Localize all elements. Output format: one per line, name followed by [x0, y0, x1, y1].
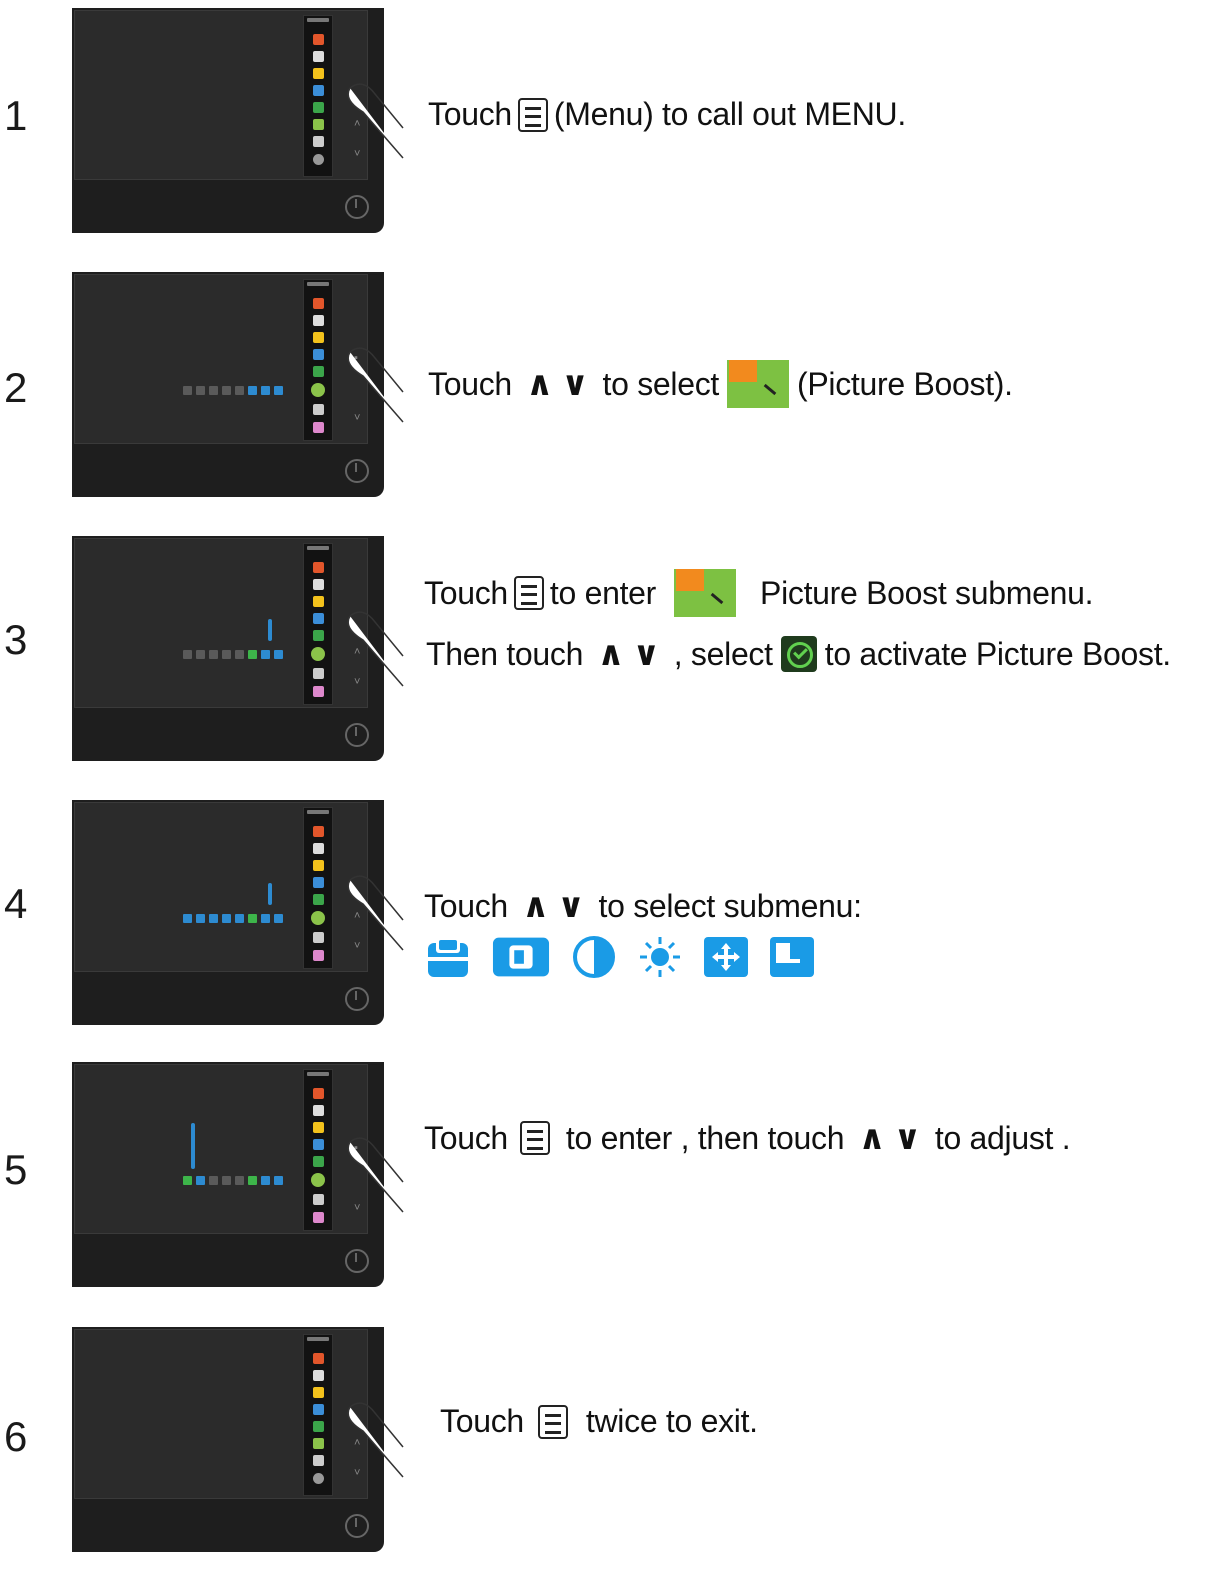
- down-arrow-key: ˅: [354, 148, 361, 160]
- step-number: 4: [4, 880, 28, 927]
- osd-menu-icons: [303, 543, 333, 705]
- step-number: 1: [4, 92, 28, 139]
- finger-touch-icon: [347, 1402, 404, 1478]
- power-button-icon: [345, 723, 369, 747]
- check-icon: [780, 636, 817, 672]
- up-arrow-icon: ∧: [525, 364, 554, 404]
- submenu-icon-row: [426, 935, 814, 979]
- menu-icon: [519, 1121, 550, 1155]
- down-arrow-icon: ∨: [557, 886, 585, 926]
- up-arrow-icon: ∧: [521, 886, 550, 926]
- monitor-illustration: ˄ ˅: [72, 800, 384, 1025]
- step-number: 2: [4, 364, 28, 411]
- power-button-icon: [345, 1249, 369, 1273]
- picture-boost-submenu-bar: [183, 650, 283, 659]
- picture-boost-icon: [674, 569, 737, 617]
- osd-menu-icons: [303, 279, 333, 441]
- frame-size-icon: [428, 937, 468, 977]
- h-position-icon: [492, 937, 550, 977]
- monitor-illustration: ˄ ˅: [72, 536, 384, 761]
- monitor-illustration: ▪ ˅: [72, 1062, 384, 1287]
- picture-boost-submenu-bar: [183, 386, 283, 395]
- picture-boost-submenu-bar: [183, 914, 283, 923]
- monitor-illustration: ˄ ˅: [72, 1327, 384, 1552]
- monitor-illustration: ▪ ˅: [72, 272, 384, 497]
- contrast-icon: [573, 936, 615, 978]
- brightness-icon: [640, 937, 680, 977]
- down-arrow-icon: ∨: [893, 1118, 922, 1158]
- finger-touch-icon: [347, 875, 404, 951]
- finger-touch-icon: [347, 347, 404, 423]
- step-3: 3 ˄ ˅ Touch to: [0, 536, 1216, 786]
- power-button-icon: [345, 987, 369, 1011]
- step-2: 2 ▪ ˅ Touch ∧ ∨: [0, 272, 1216, 522]
- step-number: 3: [4, 616, 28, 663]
- menu-icon: [517, 97, 548, 132]
- osd-menu-icons: [303, 1069, 333, 1231]
- move-icon: [704, 937, 748, 977]
- menu-icon: [537, 1404, 568, 1439]
- power-button-icon: [345, 1514, 369, 1538]
- step-5: 5 ▪ ˅ Touch to: [0, 1062, 1216, 1312]
- down-arrow-icon: ∨: [561, 364, 589, 404]
- osd-menu-icons: [303, 1334, 333, 1496]
- step-4: 4 ˄ ˅ Touch ∧: [0, 800, 1216, 1050]
- picture-boost-submenu-bar: [183, 1176, 283, 1185]
- finger-touch-icon: [347, 611, 404, 687]
- step-number: 5: [4, 1146, 28, 1193]
- menu-icon: [513, 576, 544, 610]
- picture-boost-icon: [727, 360, 790, 408]
- osd-menu-icons: [303, 15, 333, 177]
- finger-touch-icon: [347, 1137, 404, 1213]
- finger-touch-icon: [347, 83, 404, 159]
- up-arrow-icon: ∧: [858, 1118, 886, 1158]
- down-arrow-icon: ∨: [632, 634, 660, 674]
- power-button-icon: [345, 459, 369, 483]
- osd-menu-icons: [303, 807, 333, 969]
- monitor-illustration: ˄ ˅: [72, 8, 384, 233]
- step-6: 6 ˄ ˅ Touch twice to exit.: [0, 1327, 1216, 1577]
- up-arrow-key: ˄: [354, 118, 361, 130]
- up-arrow-icon: ∧: [597, 634, 625, 674]
- power-button-icon: [345, 195, 369, 219]
- step-1: 1 ˄ ˅ Touch (Menu) to call out MENU.: [0, 8, 1216, 258]
- v-position-icon: [770, 937, 814, 977]
- step-number: 6: [4, 1413, 28, 1460]
